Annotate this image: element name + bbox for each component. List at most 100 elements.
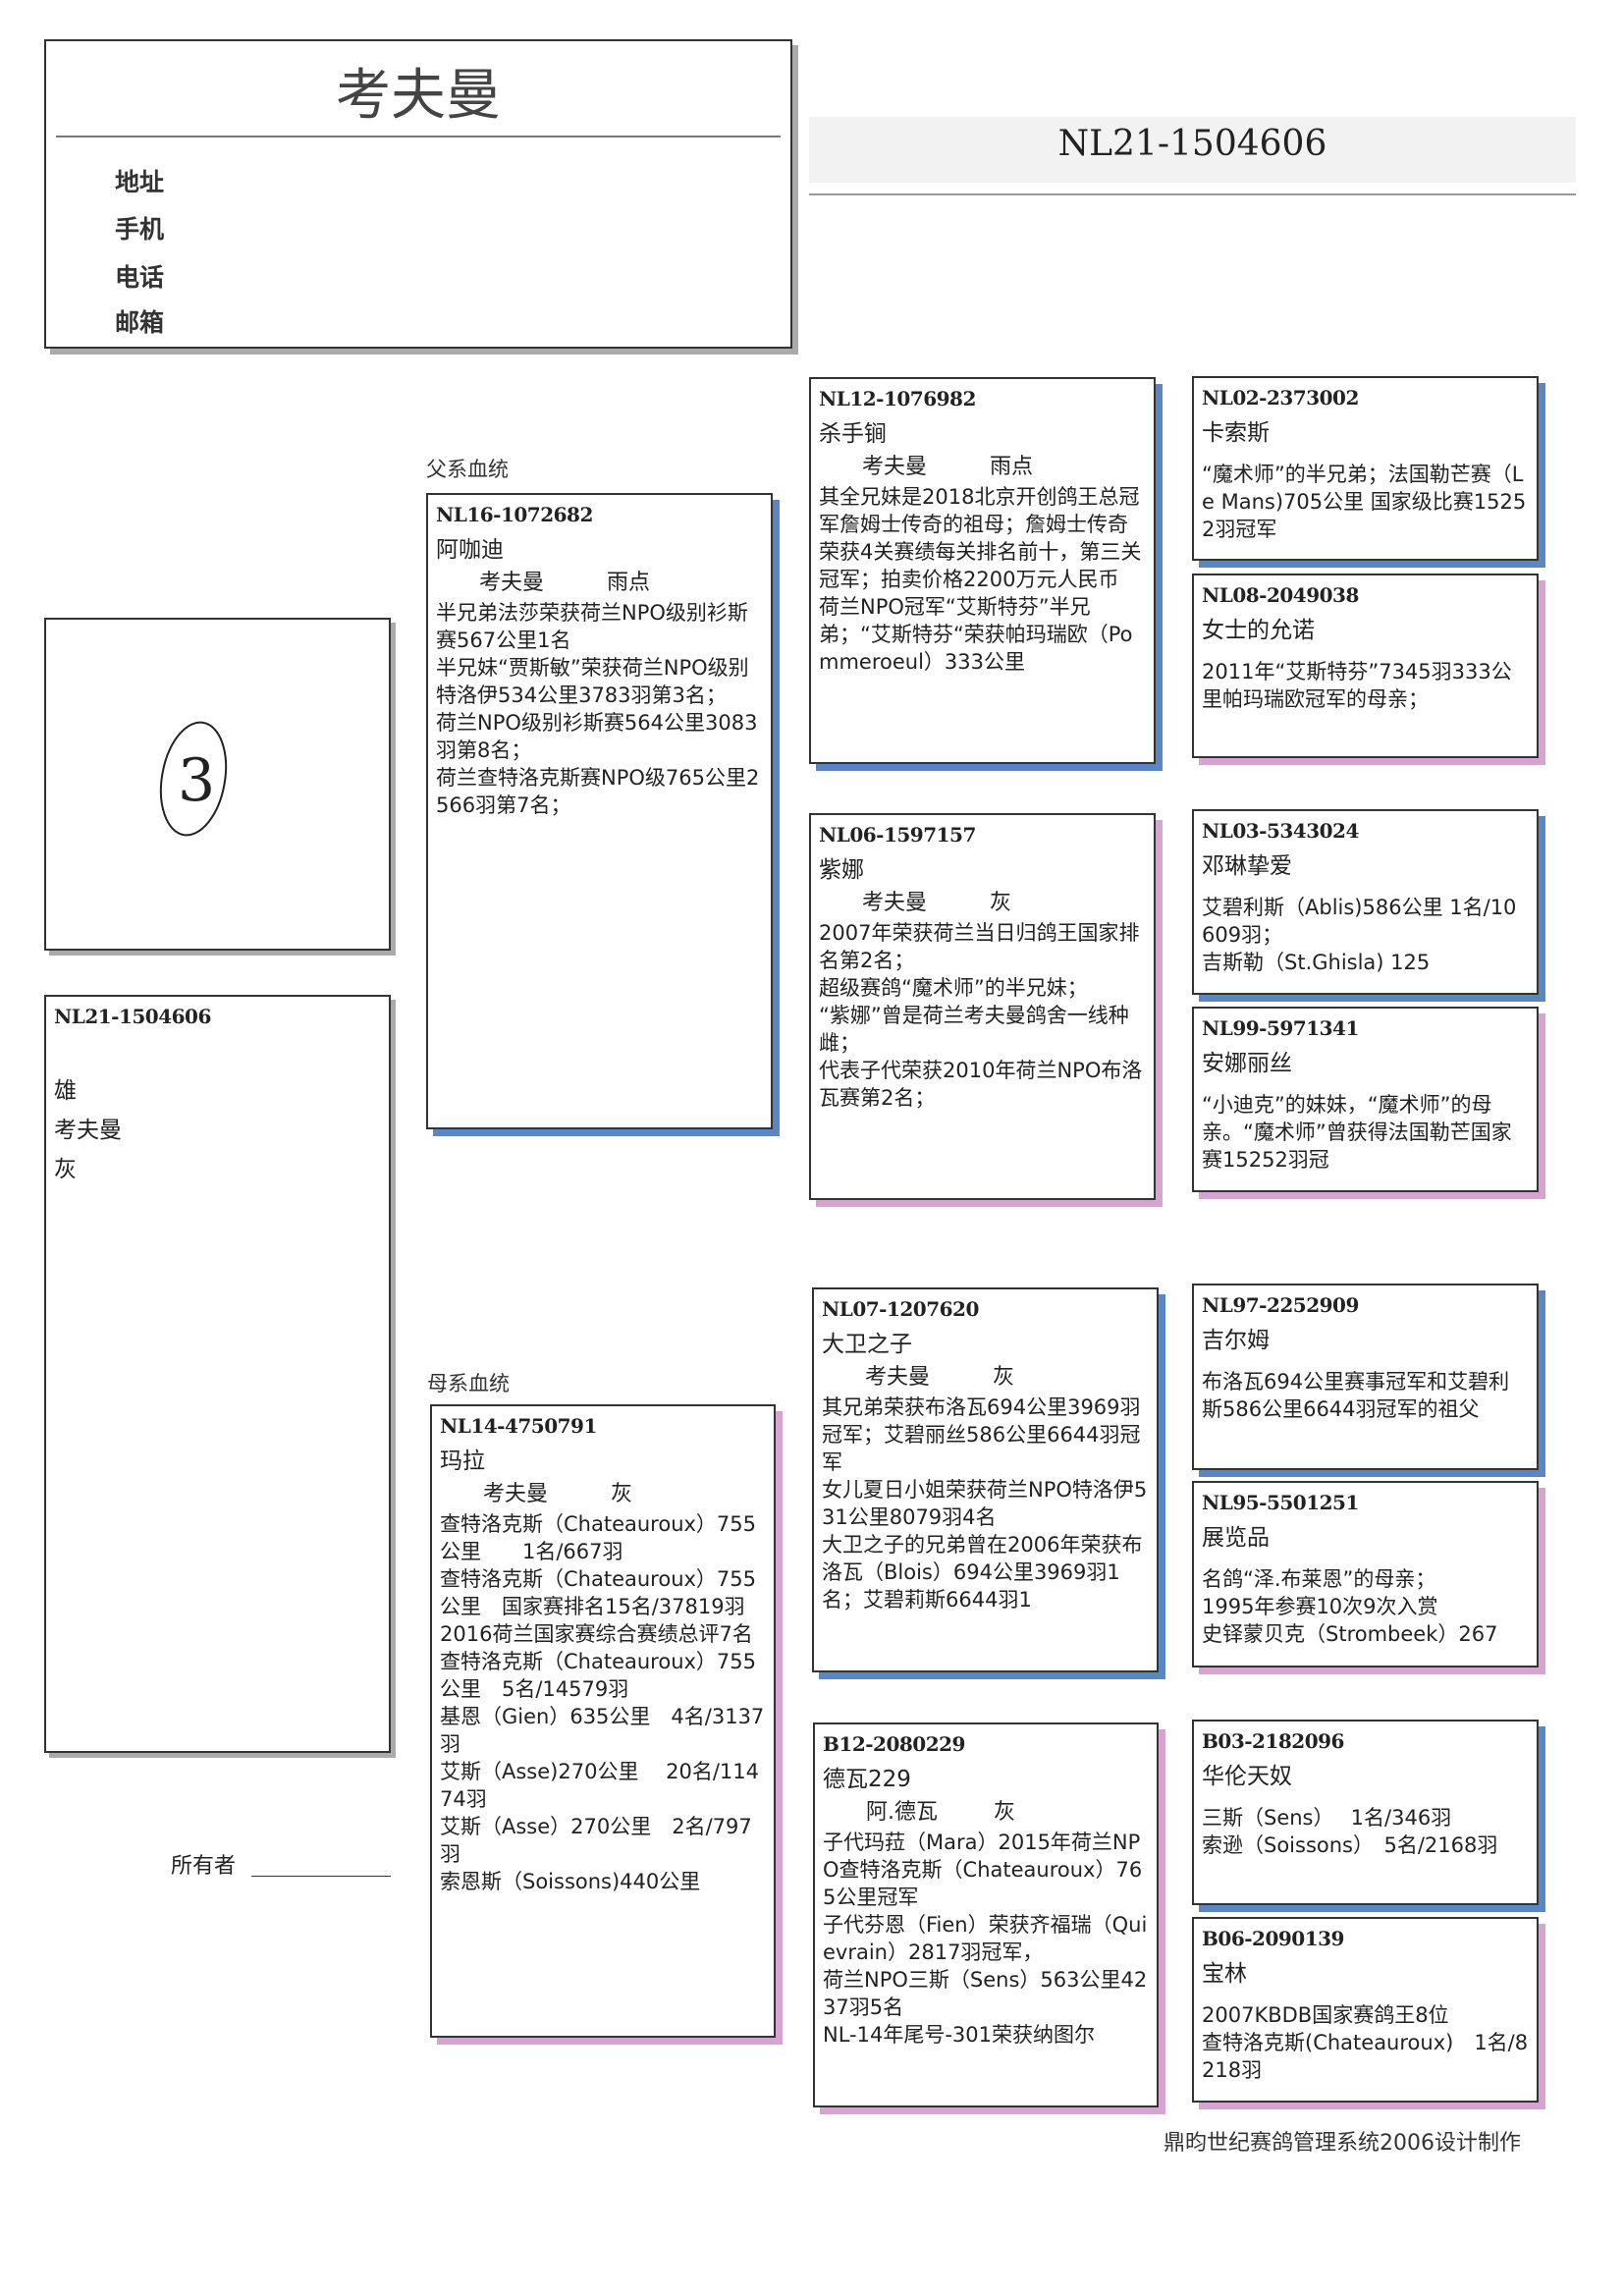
achievement-line: 布洛瓦694公里赛事冠军和艾碧利斯586公里6644羽冠军的祖父 xyxy=(1202,1370,1510,1421)
pigeon-name: 德瓦229 xyxy=(823,1767,911,1792)
owner-label: 所有者 xyxy=(171,1854,237,1879)
achievement-line: “魔术师”的半兄弟；法国勒芒赛（Le Mans)705公里 国家级比赛15252… xyxy=(1202,463,1527,541)
achievement-line: 其全兄妹是2018北京开创鸽王总冠军詹姆士传奇的祖母；詹姆士传奇荣获4关赛绩每关… xyxy=(819,485,1142,591)
subject-color: 灰 xyxy=(54,1157,77,1182)
ring-number: NL02-2373002 xyxy=(1202,386,1359,410)
achievement-line: 查特洛克斯（Chateauroux）755公里 5名/14579羽 xyxy=(440,1650,757,1701)
pedigree-box-sds: NL03-5343024 邓琳挚爱艾碧利斯（Ablis)586公里 1名/1060… xyxy=(1192,809,1539,995)
achievement-line: 索逊（Soissons） 5名/2168羽 xyxy=(1202,1833,1498,1857)
pedigree-box-dds: B03-2182096 华伦天奴三斯（Sens） 1名/346羽索逊（Soisso… xyxy=(1192,1720,1539,1905)
achievement-line: 查特洛克斯（Chateauroux）755公里 国家赛排名15名/37819羽 xyxy=(440,1567,757,1618)
achievement-line: 荷兰查特洛克斯赛NPO级765公里2566羽第7名； xyxy=(436,766,760,817)
loft-name: 考夫曼 xyxy=(336,64,501,128)
achievement-line: 索恩斯（Soissons)440公里 xyxy=(440,1870,701,1893)
achievements: 半兄弟法莎荣获荷兰NPO级别衫斯赛567公里1名半兄妹“贾斯敏”荣获荷兰NPO级… xyxy=(436,599,763,819)
achievement-line: 荷兰NPO级别衫斯赛564公里3083羽第8名； xyxy=(436,711,758,762)
ring-number: NL99-5971341 xyxy=(1202,1016,1359,1040)
ring-number: B06-2090139 xyxy=(1202,1927,1344,1950)
strain: 考夫曼 xyxy=(862,891,928,915)
color: 灰 xyxy=(993,1365,1015,1390)
achievement-line: 查特洛克斯(Chateauroux) 1名/8218羽 xyxy=(1202,2031,1529,2082)
achievement-line: 1995年参赛10次9次入赏 xyxy=(1202,1595,1438,1618)
pigeon-name: 大卫之子 xyxy=(822,1332,912,1357)
achievement-line: NL-14年尾号-301荣获纳图尔 xyxy=(823,2023,1095,2047)
achievement-line: 2016荷兰国家赛综合赛绩总评7名 xyxy=(440,1622,753,1646)
ring-number: NL12-1076982 xyxy=(819,387,976,410)
subject-pigeon-box: NL21-1504606 雄 考夫曼 灰 xyxy=(44,995,391,1753)
address-label: 地址 xyxy=(115,168,165,196)
strain-color-line: 考夫曼 雨点 xyxy=(819,454,1146,481)
achievement-line: 其兄弟荣获布洛瓦694公里3969羽冠军；艾碧丽丝586公里6644羽冠军 xyxy=(822,1395,1141,1474)
achievements: 其全兄妹是2018北京开创鸽王总冠军詹姆士传奇的祖母；詹姆士传奇荣获4关赛绩每关… xyxy=(819,483,1146,676)
ring-number: NL95-5501251 xyxy=(1202,1491,1359,1514)
ring-number: NL97-2252909 xyxy=(1202,1293,1359,1317)
handwritten-circle-mark: 3 xyxy=(159,721,228,837)
achievement-line: 查特洛克斯（Chateauroux）755公里 1名/667羽 xyxy=(440,1512,757,1563)
ring-number: B12-2080229 xyxy=(823,1732,965,1756)
ring-number: NL14-4750791 xyxy=(440,1414,597,1438)
pigeon-name: 女士的允诺 xyxy=(1202,618,1315,643)
achievements: 子代玛菈（Mara）2015年荷兰NPO查特洛克斯（Chateauroux）76… xyxy=(823,1829,1149,2049)
achievements: 查特洛克斯（Chateauroux）755公里 1名/667羽查特洛克斯（Cha… xyxy=(440,1510,766,1895)
ring-number: NL03-5343024 xyxy=(1202,819,1359,843)
strain-color-line: 考夫曼 雨点 xyxy=(436,570,763,597)
color: 灰 xyxy=(994,1800,1016,1825)
subject-ring: NL21-1504606 xyxy=(54,1005,211,1028)
pigeon-name: 展览品 xyxy=(1202,1525,1270,1551)
pedigree-box-dsd: NL95-5501251 展览品名鸽“泽.布莱恩”的母亲； 1995年参赛10次9次… xyxy=(1192,1481,1539,1667)
achievement-line: 子代玛菈（Mara）2015年荷兰NPO查特洛克斯（Chateauroux）76… xyxy=(823,1831,1143,1909)
achievements: “小迪克”的妹妹，“魔术师”的母亲。“魔术师”曾获得法国勒芒国家赛15252羽冠 xyxy=(1202,1091,1529,1174)
achievement-line: 2007年荣获荷兰当日归鸽王国家排名第2名； xyxy=(819,921,1140,972)
achievement-line: 荷兰NPO三斯（Sens）563公里4237羽5名 xyxy=(823,1968,1148,2019)
strain: 考夫曼 xyxy=(479,571,545,595)
achievement-line: 半兄弟法莎荣获荷兰NPO级别衫斯赛567公里1名 xyxy=(436,601,748,652)
dam-line-label: 母系血统 xyxy=(427,1372,510,1395)
pigeon-name: 卡索斯 xyxy=(1202,420,1270,446)
owner-signature-line xyxy=(251,1876,391,1877)
strain-color-line: 考夫曼 灰 xyxy=(822,1364,1149,1392)
strain: 考夫曼 xyxy=(865,1365,931,1390)
loft-info-box: 考夫曼 地址 手机 电话 邮箱 xyxy=(44,39,792,349)
pigeon-name: 邓琳挚爱 xyxy=(1202,853,1292,879)
ring-number: NL16-1072682 xyxy=(436,503,593,526)
achievements: 名鸽“泽.布莱恩”的母亲； 1995年参赛10次9次入赏史铎蒙贝克（Strombe… xyxy=(1202,1565,1529,1648)
achievement-line: 大卫之子的兄弟曾在2006年荣获布洛瓦（Blois）694公里3969羽1名；艾… xyxy=(822,1533,1143,1612)
achievements: 2011年“艾斯特芬”7345羽333公里帕玛瑞欧冠军的母亲； xyxy=(1202,658,1529,713)
ring-number: B03-2182096 xyxy=(1202,1729,1344,1753)
achievements: “魔术师”的半兄弟；法国勒芒赛（Le Mans)705公里 国家级比赛15252… xyxy=(1202,461,1529,543)
pigeon-name: 华伦天奴 xyxy=(1202,1764,1292,1789)
pedigree-box-dd: B12-2080229 德瓦229 阿.德瓦 灰子代玛菈（Mara）2015年荷兰NP… xyxy=(813,1722,1159,2107)
achievement-line: 名鸽“泽.布莱恩”的母亲； xyxy=(1202,1567,1436,1591)
pigeon-name: 阿咖迪 xyxy=(436,537,504,563)
achievements: 艾碧利斯（Ablis)586公里 1名/10609羽；吉斯勒（St.Ghisla… xyxy=(1202,894,1529,976)
footer-credit: 鼎昀世纪赛鸽管理系统2006设计制作 xyxy=(1164,2131,1521,2156)
achievement-line: 三斯（Sens） 1名/346羽 xyxy=(1202,1806,1452,1830)
color: 雨点 xyxy=(990,455,1034,479)
email-label: 邮箱 xyxy=(115,308,165,337)
strain-color-line: 阿.德瓦 灰 xyxy=(823,1799,1149,1827)
achievement-line: 代表子代荣获2010年荷兰NPO布洛瓦赛第2名； xyxy=(819,1059,1143,1110)
achievements: 三斯（Sens） 1名/346羽索逊（Soissons） 5名/2168羽 xyxy=(1202,1804,1529,1859)
strain: 阿.德瓦 xyxy=(866,1800,938,1825)
handwritten-number: 3 xyxy=(178,746,215,815)
achievement-line: 艾碧利斯（Ablis)586公里 1名/10609羽； xyxy=(1202,896,1517,947)
achievement-line: 史铎蒙贝克（Strombeek）267 xyxy=(1202,1622,1498,1646)
strain: 考夫曼 xyxy=(483,1482,549,1506)
achievement-line: 2007KBDB国家赛鸽王8位 xyxy=(1202,2003,1449,2027)
ring-number: NL06-1597157 xyxy=(819,823,976,847)
sire-line-label: 父系血统 xyxy=(426,458,509,481)
achievements: 其兄弟荣获布洛瓦694公里3969羽冠军；艾碧丽丝586公里6644羽冠军女儿夏… xyxy=(822,1394,1149,1613)
mobile-label: 手机 xyxy=(115,215,165,244)
strain: 考夫曼 xyxy=(862,455,928,479)
achievements: 布洛瓦694公里赛事冠军和艾碧利斯586公里6644羽冠军的祖父 xyxy=(1202,1368,1529,1423)
photo-box: 3 xyxy=(44,618,391,951)
main-ring-number: NL21-1504606 xyxy=(1057,124,1327,164)
phone-label: 电话 xyxy=(115,263,165,292)
color: 雨点 xyxy=(607,571,651,595)
achievement-line: “紫娜”曾是荷兰考夫曼鸽舍一线种雌； xyxy=(819,1004,1129,1055)
strain-color-line: 考夫曼灰 xyxy=(819,890,1146,917)
